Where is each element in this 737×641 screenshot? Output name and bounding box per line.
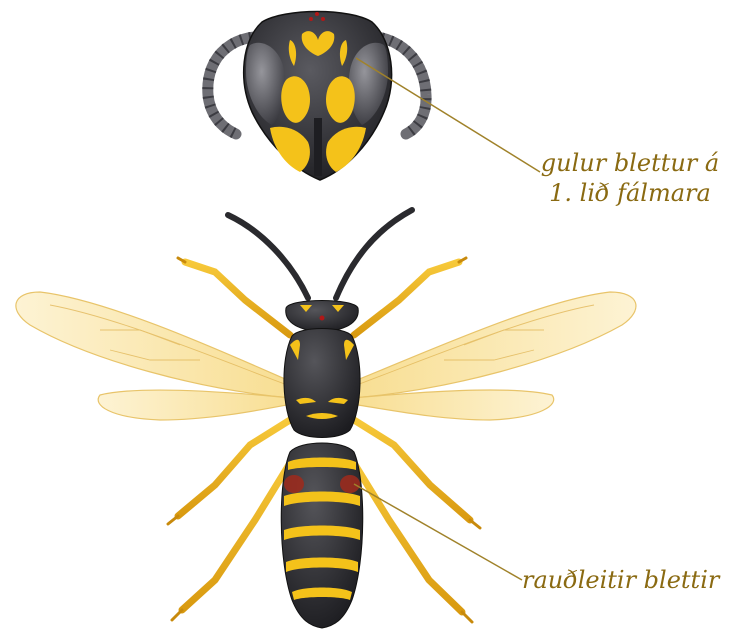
head-closeup (208, 12, 426, 181)
red-spot-right (340, 475, 360, 493)
body-left-antenna (228, 215, 308, 298)
red-spots-leader-line (354, 484, 522, 580)
antenna-spot-leader-line (356, 58, 540, 172)
body-right-antenna (336, 210, 412, 298)
antenna-spot-label: gulur blettur á 1. lið fálmara (530, 148, 730, 208)
right-foreleg (354, 262, 459, 335)
red-spots-label: rauðleitir blettir (522, 565, 719, 595)
red-spot-left (284, 475, 304, 493)
antenna-spot-label-line2: 1. lið fálmara (530, 178, 730, 208)
left-foreleg (185, 262, 290, 335)
antenna-spot-label-line1: gulur blettur á (530, 148, 730, 178)
left-midleg (178, 420, 290, 516)
right-midleg (354, 420, 470, 520)
right-forewing (352, 292, 636, 398)
right-hindleg (349, 455, 462, 612)
left-hindleg (182, 455, 295, 610)
